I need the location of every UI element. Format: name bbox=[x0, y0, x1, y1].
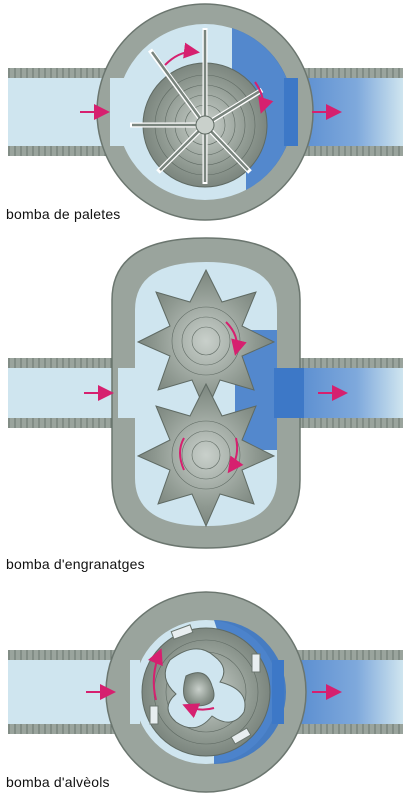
rotation-arrow-icon bbox=[164, 42, 200, 66]
rotor-shaft bbox=[195, 115, 215, 135]
rotation-arrow-icon bbox=[182, 703, 215, 719]
lobe-pump-caption: bomba d'alvèols bbox=[6, 774, 110, 790]
rotation-arrow-icon bbox=[254, 81, 274, 114]
rotation-arrow-icon bbox=[225, 321, 247, 356]
seal bbox=[170, 624, 194, 640]
lower-gear bbox=[136, 382, 276, 528]
gear-pump-caption: bomba d'engranatges bbox=[6, 556, 145, 572]
lobe-pump-diagram bbox=[8, 591, 403, 793]
rotation-arrow-icon bbox=[179, 437, 185, 471]
rotation-arrow-icon bbox=[148, 648, 163, 701]
inner-lobe bbox=[183, 672, 215, 707]
seal bbox=[149, 705, 159, 725]
vane-pump-caption: bomba de paletes bbox=[6, 206, 121, 222]
seal bbox=[230, 727, 252, 745]
seal bbox=[251, 653, 261, 673]
gear-pump-diagram bbox=[8, 237, 403, 549]
vane-pump-diagram bbox=[8, 3, 403, 221]
rotation-arrow-icon bbox=[227, 437, 244, 474]
